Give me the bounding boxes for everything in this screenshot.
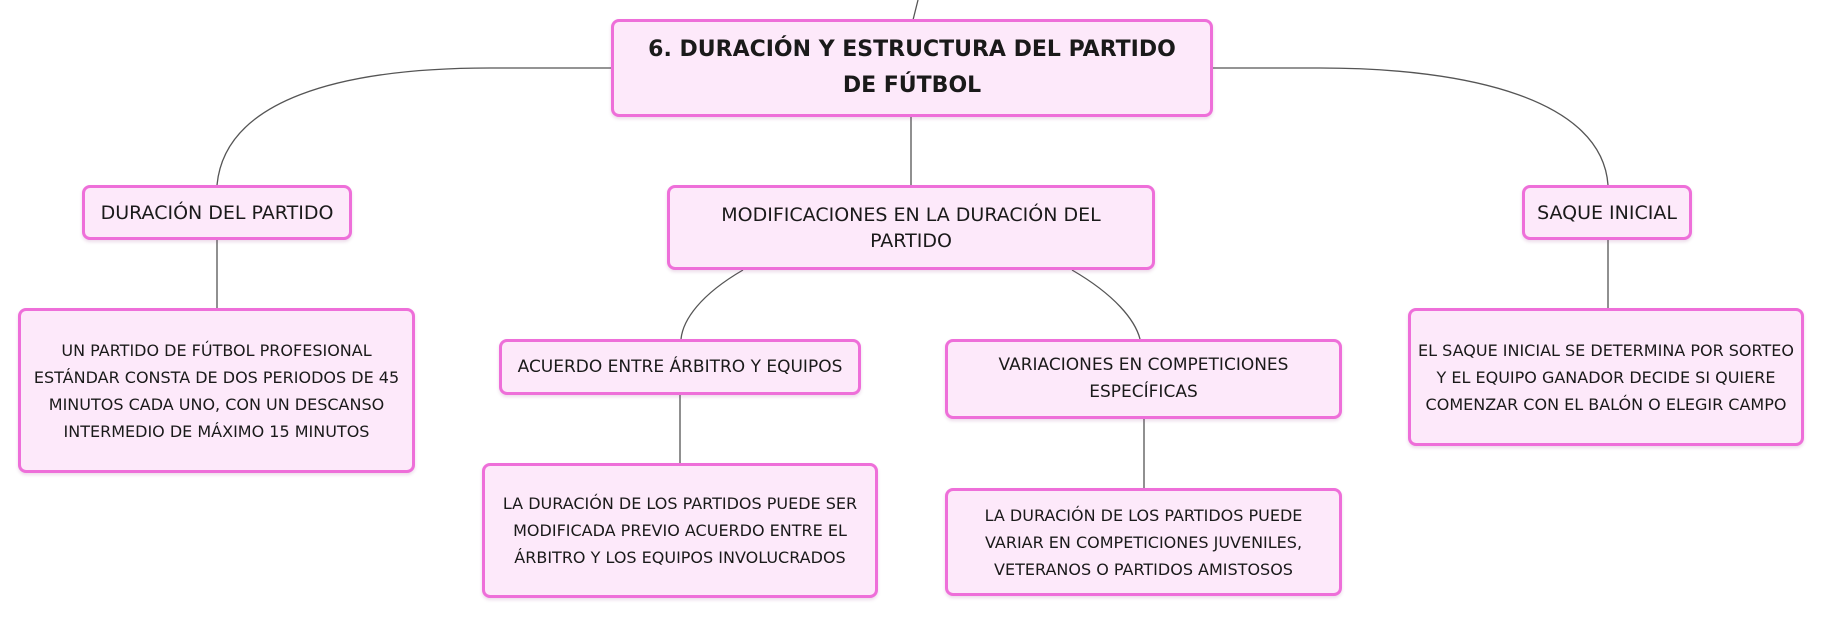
node-saque-detail[interactable]: EL SAQUE INICIAL SE DETERMINA POR SORTEO… <box>1408 308 1804 446</box>
connector-root-to-saque <box>1213 67 1609 186</box>
node-modificaciones-label: MODIFICACIONES EN LA DURACIÓN DEL PARTID… <box>721 203 1101 252</box>
connector-modificaciones-to-variaciones <box>1071 269 1141 340</box>
node-duracion-del-partido-label: DURACIÓN DEL PARTIDO <box>100 201 334 224</box>
connector-root-to-duracion <box>216 67 611 186</box>
node-variaciones-detail-text: LA DURACIÓN DE LOS PARTIDOS PUEDE VARIAR… <box>984 505 1303 579</box>
node-saque-inicial-label: SAQUE INICIAL <box>1537 201 1677 224</box>
root-node-label: 6. DURACIÓN Y ESTRUCTURA DEL PARTIDO DE … <box>648 37 1176 98</box>
node-variaciones-detail[interactable]: LA DURACIÓN DE LOS PARTIDOS PUEDE VARIAR… <box>945 488 1342 596</box>
node-variaciones-competiciones-label: VARIACIONES EN COMPETICIONES ESPECÍFICAS <box>998 355 1289 402</box>
node-saque-inicial[interactable]: SAQUE INICIAL <box>1522 185 1692 240</box>
node-duracion-detail-text: UN PARTIDO DE FÚTBOL PROFESIONAL ESTÁNDA… <box>33 340 400 441</box>
connector-modificaciones-to-acuerdo <box>680 269 744 340</box>
node-saque-detail-text: EL SAQUE INICIAL SE DETERMINA POR SORTEO… <box>1418 340 1794 414</box>
node-duracion-del-partido[interactable]: DURACIÓN DEL PARTIDO <box>82 185 352 240</box>
node-acuerdo-arbitro-equipos[interactable]: ACUERDO ENTRE ÁRBITRO Y EQUIPOS <box>499 339 861 395</box>
node-variaciones-competiciones[interactable]: VARIACIONES EN COMPETICIONES ESPECÍFICAS <box>945 339 1342 419</box>
node-modificaciones[interactable]: MODIFICACIONES EN LA DURACIÓN DEL PARTID… <box>667 185 1155 270</box>
connector-top-stub <box>912 0 919 21</box>
node-acuerdo-arbitro-equipos-label: ACUERDO ENTRE ÁRBITRO Y EQUIPOS <box>517 356 843 377</box>
node-acuerdo-detail-text: LA DURACIÓN DE LOS PARTIDOS PUEDE SER MO… <box>502 494 858 567</box>
node-duracion-detail[interactable]: UN PARTIDO DE FÚTBOL PROFESIONAL ESTÁNDA… <box>18 308 415 473</box>
root-node[interactable]: 6. DURACIÓN Y ESTRUCTURA DEL PARTIDO DE … <box>611 19 1213 117</box>
node-acuerdo-detail[interactable]: LA DURACIÓN DE LOS PARTIDOS PUEDE SER MO… <box>482 463 878 598</box>
